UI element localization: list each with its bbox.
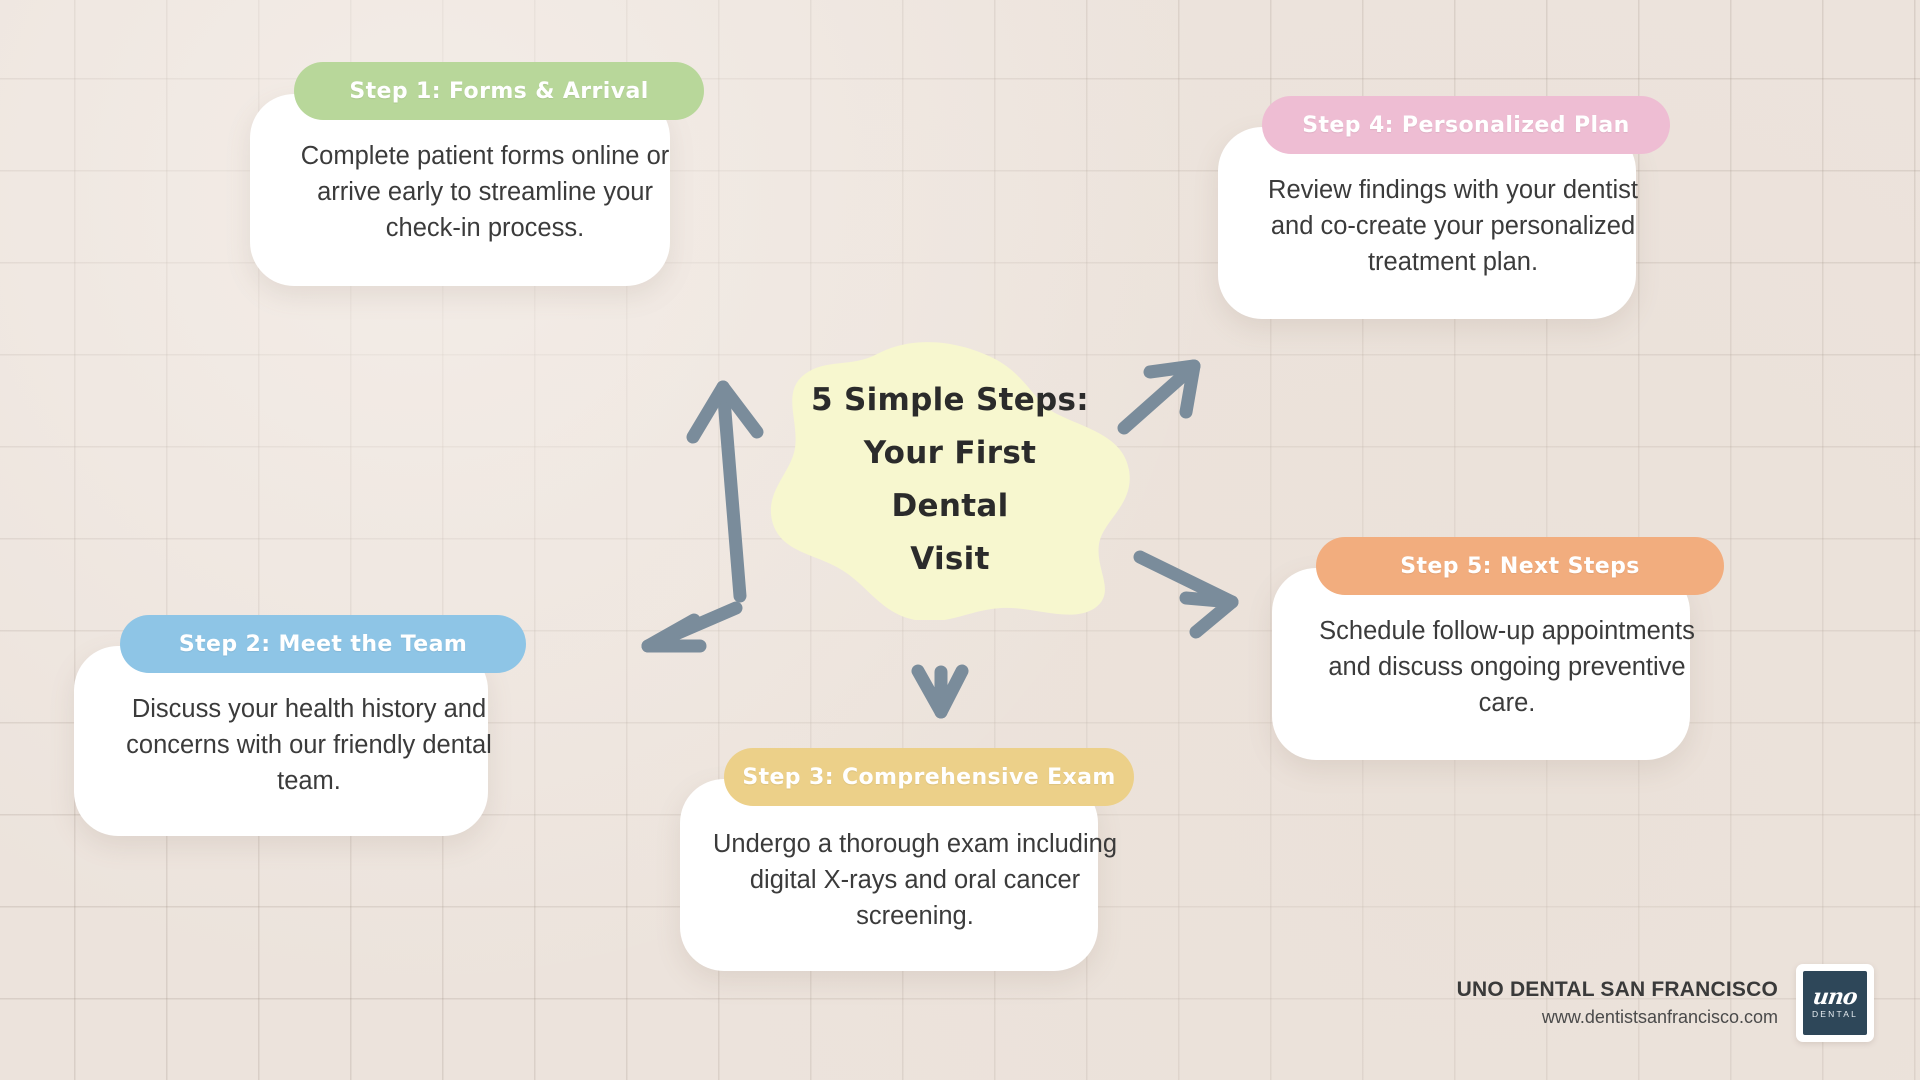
footer-website-url[interactable]: www.dentistsanfrancisco.com bbox=[1541, 1007, 1778, 1027]
step-card-1-description: Complete patient forms online or arrive … bbox=[300, 142, 670, 242]
center-title-blob: 5 Simple Steps: Your First Dental Visit bbox=[765, 340, 1135, 620]
center-title-line-2: Your First Dental bbox=[863, 435, 1037, 524]
step-card-3[interactable]: Step 3: Comprehensive Exam Undergo a tho… bbox=[680, 748, 1150, 1038]
footer-brand-name: UNO DENTAL SAN FRANCISCO bbox=[1456, 978, 1778, 1001]
step-card-5-header: Step 5: Next Steps bbox=[1316, 537, 1724, 595]
step-card-1[interactable]: Step 1: Forms & Arrival Complete patient… bbox=[250, 62, 720, 352]
uno-dental-logo[interactable]: uno DENTAL bbox=[1796, 964, 1874, 1042]
footer-text-block: UNO DENTAL SAN FRANCISCO www.dentistsanf… bbox=[1457, 976, 1778, 1030]
step-card-2-description: Discuss your health history and concerns… bbox=[126, 695, 492, 795]
blob-shape bbox=[771, 342, 1130, 620]
step-card-4[interactable]: Step 4: Personalized Plan Review finding… bbox=[1218, 96, 1688, 386]
step-card-2-body bbox=[74, 646, 488, 836]
footer-branding: UNO DENTAL SAN FRANCISCO www.dentistsanf… bbox=[1457, 964, 1874, 1042]
logo-subtitle: DENTAL bbox=[1811, 1009, 1859, 1019]
step-card-1-header-label: Step 1: Forms & Arrival bbox=[349, 78, 649, 104]
logo-square: uno DENTAL bbox=[1803, 971, 1867, 1035]
step-card-2-header-label: Step 2: Meet the Team bbox=[178, 631, 468, 657]
step-card-2-header: Step 2: Meet the Team bbox=[120, 615, 526, 673]
step-card-3-header-label: Step 3: Comprehensive Exam bbox=[742, 764, 1116, 790]
step-card-1-body bbox=[250, 94, 670, 286]
step-card-2[interactable]: Step 2: Meet the Team Discuss your healt… bbox=[74, 615, 544, 905]
logo-wordmark: uno bbox=[1811, 984, 1859, 1010]
step-card-3-body bbox=[680, 779, 1098, 971]
step-card-1-header: Step 1: Forms & Arrival bbox=[294, 62, 704, 120]
center-title-line-3: Visit bbox=[910, 541, 990, 577]
step-card-5-body bbox=[1272, 568, 1690, 760]
step-card-3-header: Step 3: Comprehensive Exam bbox=[724, 748, 1134, 806]
step-card-5-header-label: Step 5: Next Steps bbox=[1400, 553, 1640, 579]
step-card-4-description: Review findings with your dentist and co… bbox=[1268, 176, 1638, 276]
center-title: 5 Simple Steps: Your First Dental Visit bbox=[805, 374, 1095, 586]
step-card-5-description: Schedule follow-up appointments and disc… bbox=[1319, 617, 1695, 717]
step-card-4-header-label: Step 4: Personalized Plan bbox=[1302, 112, 1630, 138]
step-card-5[interactable]: Step 5: Next Steps Schedule follow-up ap… bbox=[1272, 537, 1742, 827]
step-card-4-body bbox=[1218, 127, 1636, 319]
center-title-line-1: 5 Simple Steps: bbox=[811, 382, 1089, 418]
step-card-4-header: Step 4: Personalized Plan bbox=[1262, 96, 1670, 154]
step-card-3-description: Undergo a thorough exam including digita… bbox=[712, 830, 1117, 930]
